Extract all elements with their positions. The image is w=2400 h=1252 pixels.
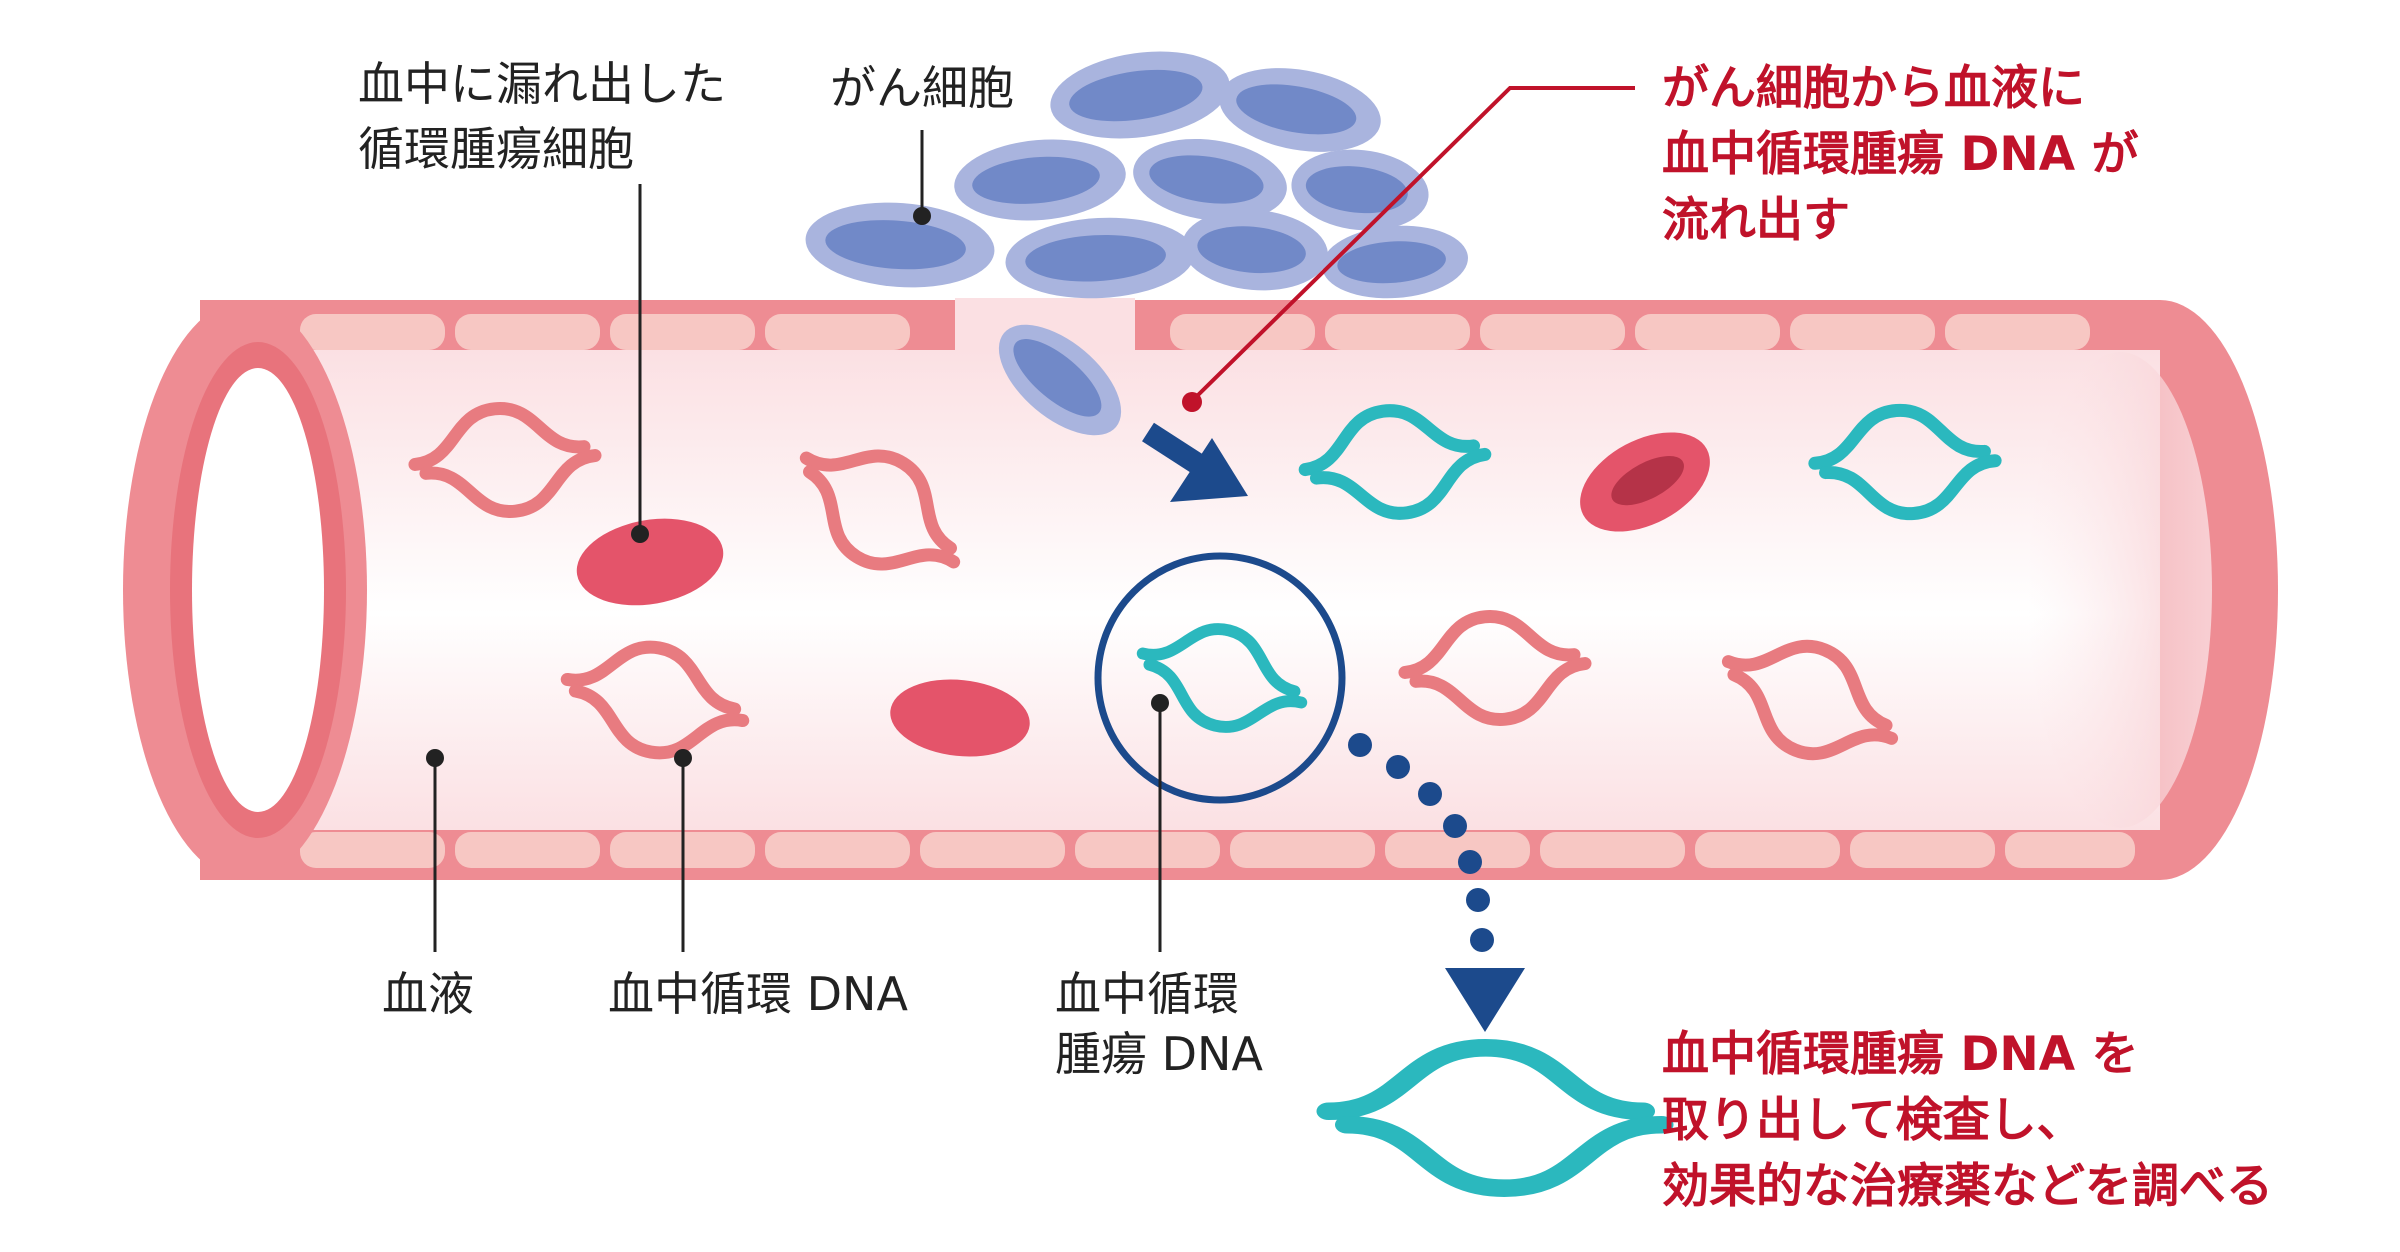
labels: 血中に漏れ出した 循環腫瘍細胞 がん細胞 血液 血中循環 DNA 血中循環 腫瘍… [358,57,2273,1214]
vessel-wall-cells-bottom [300,832,2135,868]
callout-flow-out-line2: 血中循環腫瘍 DNA が [1662,127,2138,182]
red-blood-cell-2 [890,679,1030,757]
dotted-arrow-down-icon [1348,733,1525,1032]
callout-extract-line3: 効果的な治療薬などを調べる [1662,1159,2273,1214]
vessel-right-opening [2028,352,2212,828]
label-blood: 血液 [382,967,474,1021]
leader-lines [426,86,1635,952]
callout-flow-out-line3: 流れ出す [1662,193,1850,248]
label-ctdna-line2: 腫瘍 DNA [1055,1027,1263,1081]
label-cfdna: 血中循環 DNA [608,967,908,1021]
red-blood-cell-1 [576,518,724,606]
red-blood-cell-3 [1580,432,1710,532]
callout-extract-line2: 取り出して検査し、 [1662,1093,2084,1148]
callout-flow-out-line1: がん細胞から血液に [1662,61,2085,116]
vessel-contents [410,398,1998,782]
extracted-tumor-dna-icon [1316,1039,1674,1197]
label-cancer-cells: がん細胞 [830,61,1014,115]
label-leaked-ctc-line2: 循環腫瘍細胞 [358,122,634,176]
magnifier-circle-icon [1094,552,1346,804]
label-ctdna-line1: 血中循環 [1055,967,1239,1021]
blood-vessel [123,298,2278,880]
callout-leader-red [1193,86,1635,400]
label-leaked-ctc-line1: 血中に漏れ出した [358,57,726,111]
callout-extract-line1: 血中循環腫瘍 DNA を [1662,1027,2138,1082]
vessel-wall-cells-top [300,314,2090,350]
vessel-left-opening [192,368,324,812]
arrow-down-right-icon [1142,422,1248,502]
